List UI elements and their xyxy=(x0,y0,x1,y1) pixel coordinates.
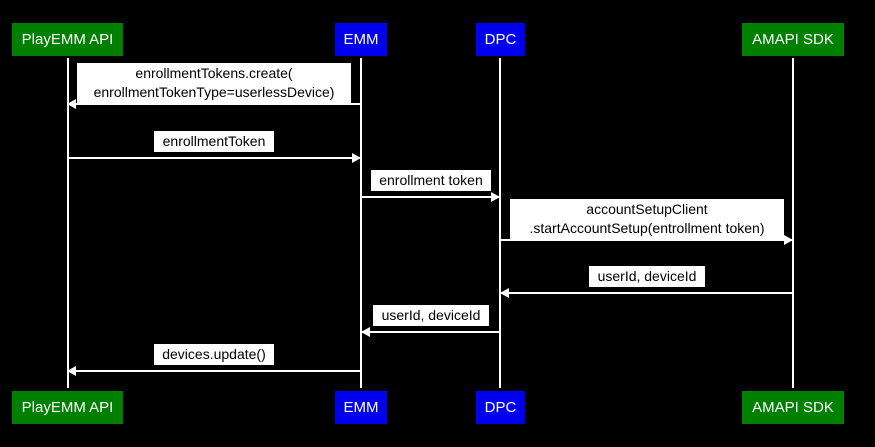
actor-amapi-top-label: AMAPI SDK xyxy=(752,31,834,48)
message-label-m7: devices.update() xyxy=(154,344,274,365)
arrow-head-m5 xyxy=(500,288,509,298)
arrow-head-m7 xyxy=(67,366,76,376)
actor-emm-bottom[interactable]: EMM xyxy=(334,390,388,425)
actor-dpc-top[interactable]: DPC xyxy=(475,22,526,57)
actor-dpc-bottom[interactable]: DPC xyxy=(475,390,526,425)
arrow-head-m6 xyxy=(361,327,370,337)
actor-playemm-top[interactable]: PlayEMM API xyxy=(11,22,124,57)
actor-playemm-bottom[interactable]: PlayEMM API xyxy=(11,390,124,425)
actor-playemm-bottom-label: PlayEMM API xyxy=(21,399,114,416)
lifeline-dpc xyxy=(499,58,501,388)
actor-emm-top[interactable]: EMM xyxy=(334,22,388,57)
actor-dpc-top-label: DPC xyxy=(484,31,517,48)
actor-emm-bottom-label: EMM xyxy=(343,399,379,416)
arrow-head-m1 xyxy=(67,99,76,109)
arrow-line-m7 xyxy=(67,370,361,372)
actor-emm-top-label: EMM xyxy=(343,31,379,48)
arrow-line-m3 xyxy=(361,196,500,198)
arrow-head-m3 xyxy=(491,192,500,202)
actor-amapi-bottom-label: AMAPI SDK xyxy=(752,399,834,416)
message-label-m6: userId, deviceId xyxy=(373,305,489,326)
message-label-m2: enrollmentToken xyxy=(154,131,274,152)
message-label-m3: enrollment token xyxy=(371,170,491,191)
message-label-m5: userId, deviceId xyxy=(589,266,705,287)
arrow-line-m6 xyxy=(361,331,500,333)
message-label-m1: enrollmentTokens.create( enrollmentToken… xyxy=(77,63,351,103)
lifeline-emm xyxy=(360,58,362,388)
arrow-line-m1 xyxy=(67,103,361,105)
actor-playemm-top-label: PlayEMM API xyxy=(21,31,114,48)
actor-amapi-top[interactable]: AMAPI SDK xyxy=(741,22,845,57)
arrow-head-m2 xyxy=(352,153,361,163)
arrow-head-m4 xyxy=(784,235,793,245)
arrow-line-m5 xyxy=(500,292,793,294)
arrow-line-m2 xyxy=(67,157,361,159)
actor-amapi-bottom[interactable]: AMAPI SDK xyxy=(741,390,845,425)
actor-dpc-bottom-label: DPC xyxy=(484,399,517,416)
lifeline-playemm xyxy=(67,58,69,388)
message-label-m4: accountSetupClient .startAccountSetup(en… xyxy=(510,199,784,239)
lifeline-amapi xyxy=(792,58,794,388)
arrow-line-m4 xyxy=(500,239,793,241)
